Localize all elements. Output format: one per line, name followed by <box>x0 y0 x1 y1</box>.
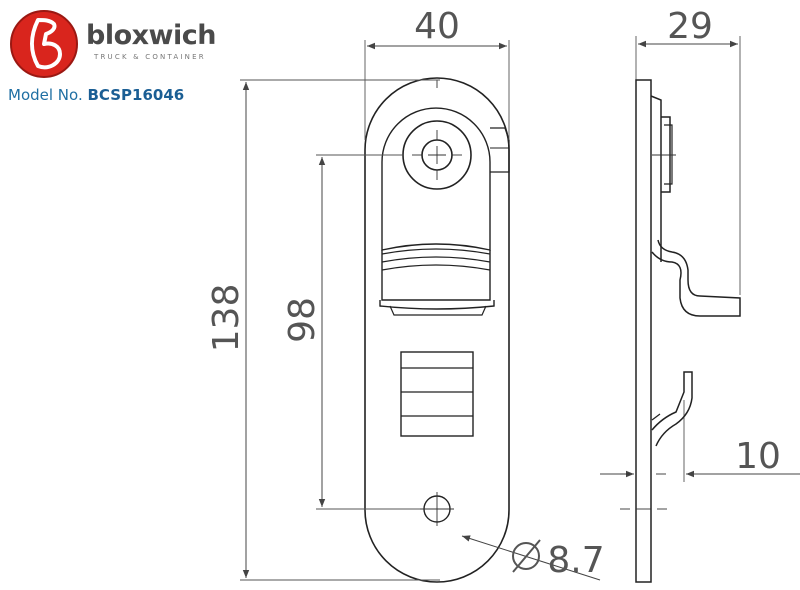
model-label: Model No. <box>8 86 83 104</box>
dim-depth-label: 29 <box>667 6 713 47</box>
side-hook <box>651 371 693 447</box>
dimension-lines <box>242 40 800 581</box>
pivot-outer <box>402 120 472 190</box>
dim-pitch-label: 98 <box>282 297 323 343</box>
side-base-plate <box>635 79 652 583</box>
dim-offset-label: 10 <box>735 436 781 477</box>
bloxwich-emblem-icon <box>10 10 78 78</box>
model-value: BCSP16046 <box>87 86 185 104</box>
dim-width-label: 40 <box>414 6 460 47</box>
brand-name: bloxwich <box>86 20 216 51</box>
side-view <box>635 79 741 583</box>
side-latch-body <box>650 95 662 262</box>
dim-hole-label: 8.7 <box>547 540 604 581</box>
grip-ridge-2 <box>381 256 491 263</box>
centre-marks <box>412 80 462 526</box>
plate-outline <box>364 77 510 583</box>
grip-ridge-1 <box>381 248 491 255</box>
side-washer <box>661 116 671 193</box>
brand-logo: bloxwich TRUCK & CONTAINER <box>8 8 238 80</box>
model-number: Model No. BCSP16046 <box>8 86 184 104</box>
diameter-icon <box>512 539 541 573</box>
grip-lip <box>379 300 495 310</box>
grip-base <box>381 250 491 301</box>
keeper-slot <box>400 351 474 437</box>
grip-ridge-3 <box>381 264 491 271</box>
dim-height-label: 138 <box>206 284 247 353</box>
brand-tagline: TRUCK & CONTAINER <box>94 53 206 61</box>
latch-body <box>381 107 491 251</box>
extension-lines <box>240 36 741 581</box>
clip-tab <box>490 127 510 173</box>
side-handle-arm <box>651 239 741 317</box>
